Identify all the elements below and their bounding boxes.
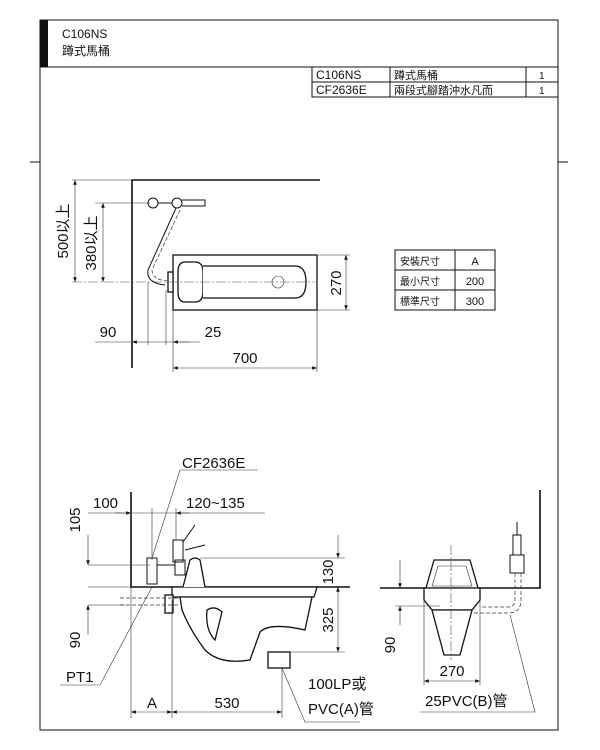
install-value: A [471, 256, 479, 268]
dim-100: 100 [93, 495, 118, 512]
dim-270-front: 270 [439, 663, 464, 680]
header-model: C106NS [62, 27, 107, 41]
dim-500: 500以上 [55, 203, 72, 258]
parts-qty: 1 [539, 71, 545, 82]
dim-a: A [147, 695, 157, 712]
dim-700: 700 [232, 350, 257, 367]
dim-325: 325 [320, 607, 337, 632]
dim-380: 380以上 [83, 215, 100, 270]
dim-90: 90 [67, 632, 84, 649]
install-value: 300 [466, 296, 484, 308]
parts-desc: 兩段式腳踏沖水凡而 [394, 83, 493, 97]
dim-25: 25 [205, 324, 222, 341]
parts-qty: 1 [539, 86, 545, 97]
flush-valve-icon [147, 197, 206, 209]
dim-270: 270 [328, 270, 345, 295]
pt1-label: PT1 [66, 669, 94, 686]
install-size-table [394, 249, 496, 311]
dim-90: 90 [100, 324, 117, 341]
dim-130: 130 [320, 559, 337, 584]
flush-valve-icon [509, 522, 525, 574]
front-view [380, 490, 541, 713]
pipe-a-line2: PVC(A)管 [308, 701, 374, 718]
dim-90-front: 90 [382, 637, 399, 654]
plan-view [72, 179, 350, 372]
pipe-a-line1: 100LP或 [308, 676, 366, 693]
parts-code: C106NS [316, 68, 361, 82]
install-label: 安裝尺寸 [400, 255, 440, 268]
flush-valve-icon [146, 524, 206, 585]
parts-desc: 蹲式馬桶 [394, 68, 438, 82]
dim-120-135: 120~135 [186, 495, 245, 512]
sheet-frame [30, 19, 568, 731]
side-view [60, 469, 360, 723]
valve-label: CF2636E [182, 455, 245, 472]
install-label: 標準尺寸 [400, 295, 440, 308]
dim-105: 105 [67, 507, 84, 532]
install-label: 最小尺寸 [400, 275, 440, 288]
parts-table [311, 67, 558, 98]
dim-530: 530 [214, 695, 239, 712]
parts-code: CF2636E [316, 83, 367, 97]
pipe-b-label: 25PVC(B)管 [425, 693, 508, 710]
install-value: 200 [466, 276, 484, 288]
header-name: 蹲式馬桶 [62, 43, 110, 58]
